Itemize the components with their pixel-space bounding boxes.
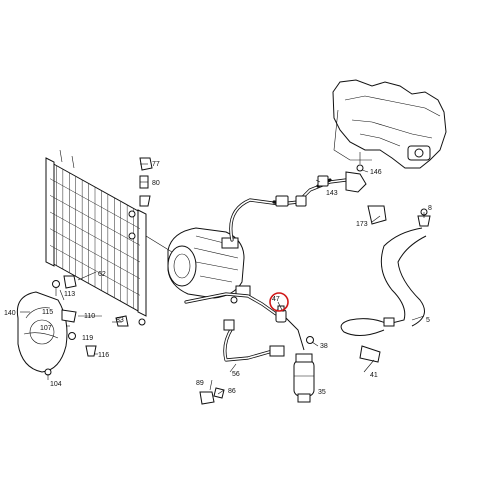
label-5: 5 bbox=[426, 317, 430, 324]
condenser-tube bbox=[49, 228, 141, 279]
refrigerant-hoses bbox=[145, 171, 367, 362]
label-146: 146 bbox=[370, 169, 382, 176]
label-77: 77 bbox=[152, 161, 160, 168]
fan-shroud bbox=[16, 291, 68, 373]
condenser-tube bbox=[49, 195, 141, 246]
label-35: 35 bbox=[318, 389, 326, 396]
label-41: 41 bbox=[370, 372, 378, 379]
label-83: 83 bbox=[116, 317, 124, 324]
engine-reservoir bbox=[332, 79, 447, 169]
label-62: 62 bbox=[98, 271, 106, 278]
label-104: 104 bbox=[50, 381, 62, 388]
label-107: 107 bbox=[40, 325, 52, 332]
condenser-tube bbox=[49, 178, 141, 229]
condenser-tube bbox=[49, 245, 141, 296]
receiver-drier bbox=[285, 317, 315, 403]
label-143: 143 bbox=[326, 190, 338, 197]
leader-lines bbox=[20, 163, 425, 395]
label-116: 116 bbox=[98, 352, 109, 359]
compressor bbox=[167, 227, 251, 299]
label-56: 56 bbox=[232, 371, 240, 378]
label-113: 113 bbox=[64, 291, 75, 298]
label-86: 86 bbox=[228, 388, 236, 395]
label-173: 173 bbox=[356, 221, 368, 228]
label-8: 8 bbox=[428, 205, 432, 212]
condenser-tube bbox=[49, 211, 141, 263]
label-110: 110 bbox=[84, 313, 95, 320]
label-47: 47 bbox=[272, 296, 280, 303]
label-115: 115 bbox=[42, 309, 53, 316]
part-labels: 77 80 62 113 115 140 110 107 83 119 116 … bbox=[4, 161, 432, 396]
highlight-circle bbox=[269, 292, 289, 312]
label-140: 140 bbox=[4, 310, 16, 317]
brackets bbox=[44, 157, 153, 376]
label-80: 80 bbox=[152, 180, 160, 187]
label-119: 119 bbox=[82, 335, 93, 342]
label-38: 38 bbox=[320, 343, 328, 350]
condenser bbox=[45, 149, 147, 317]
label-89: 89 bbox=[196, 380, 204, 387]
sensor-wiring bbox=[340, 152, 431, 363]
